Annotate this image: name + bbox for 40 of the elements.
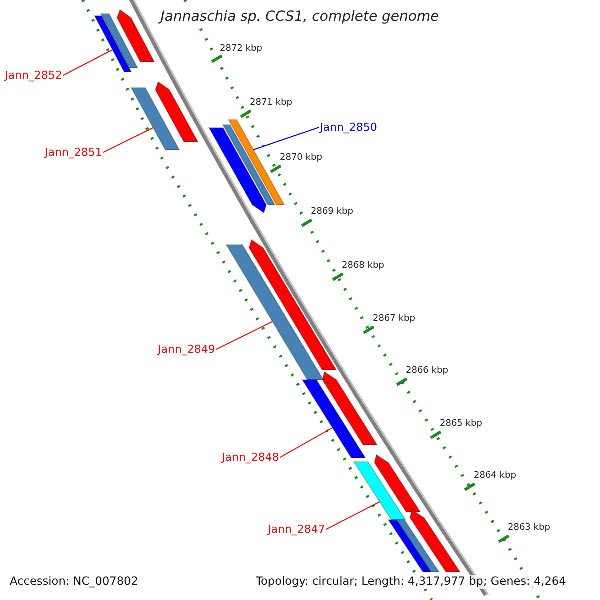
gene-label: Jann_2851	[45, 146, 102, 160]
footer-text: Topology: circular; Length: 4,317,977 bp; Genes: 4,264	[256, 575, 566, 589]
leader-line	[326, 502, 380, 530]
scale-label: 2867 kbp	[373, 314, 416, 325]
gene-bar	[302, 380, 366, 458]
scale-label: 2865 kbp	[440, 419, 482, 430]
gene-bar	[116, 9, 156, 62]
scale-label: 2864 kbp	[474, 471, 516, 482]
gene-bar	[322, 371, 378, 446]
leader-line	[253, 127, 320, 150]
gene-bar	[208, 128, 268, 214]
gene-bar	[130, 88, 180, 150]
scale-label: 2866 kbp	[406, 366, 448, 377]
gene-bar	[248, 239, 338, 370]
gene-label: Jann_2850	[320, 121, 378, 134]
leader-line	[216, 322, 273, 350]
scale-label: 2863 kbp	[508, 523, 550, 534]
diagram-title: Jannaschia sp. CCS1, complete genome	[158, 9, 442, 25]
gene-bar	[222, 124, 276, 206]
gene-bar	[374, 454, 422, 512]
leader-line	[280, 428, 333, 458]
gene-bar	[226, 244, 324, 380]
gene-bar	[388, 520, 432, 572]
scale-label: 2868 kbp	[342, 261, 384, 272]
scale-label: 2869 kbp	[311, 207, 354, 218]
scale-label: 2872 kbp	[220, 44, 262, 55]
footer-text: Accession: NC_007802	[10, 575, 138, 589]
scale-label: 2871 kbp	[250, 98, 292, 109]
gene-label: Jann_2852	[5, 69, 62, 82]
scale-label: 2870 kbp	[280, 153, 322, 164]
gene-bar	[100, 14, 139, 68]
leader-line	[62, 50, 114, 76]
leader-line	[102, 128, 154, 154]
gene-label: Jann_2848	[222, 451, 280, 464]
gene-label: Jann_2847	[268, 523, 326, 536]
gene-label: Jann_2849	[158, 343, 216, 356]
gene-bar	[410, 509, 462, 572]
gene-bar	[155, 81, 199, 142]
gene-bar	[94, 16, 132, 72]
gene-bar	[353, 462, 407, 520]
